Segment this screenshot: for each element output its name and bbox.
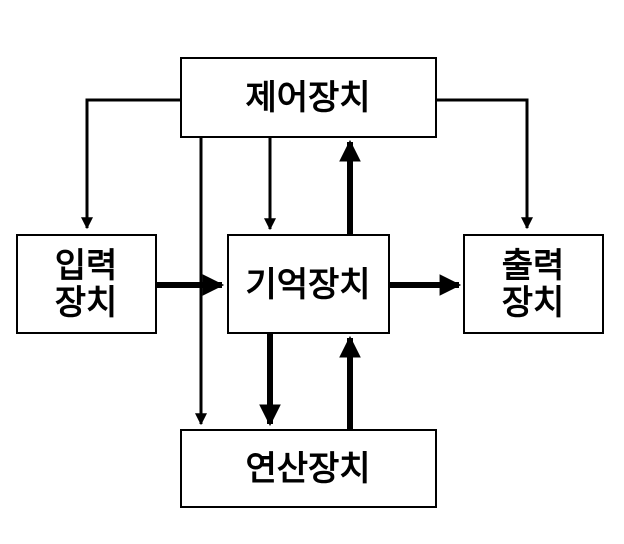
node-alu: 연산장치 <box>180 429 437 508</box>
node-output-box <box>463 234 604 334</box>
node-output-label-line1: 출력 <box>502 246 565 286</box>
edge-control-to-output <box>436 98 533 230</box>
node-control-box <box>180 57 437 138</box>
node-control: 제어장치 <box>180 57 437 138</box>
node-memory-box <box>227 234 390 334</box>
node-output: 출력 장치 <box>463 234 604 334</box>
node-memory: 기억장치 <box>227 234 390 334</box>
edges <box>81 98 533 430</box>
node-input-label-line1: 입력 <box>55 246 118 286</box>
edge-control-to-input <box>81 98 181 230</box>
node-control-label: 제어장치 <box>245 78 370 118</box>
node-input: 입력 장치 <box>16 234 157 334</box>
node-alu-label: 연산장치 <box>245 449 370 489</box>
node-input-box <box>16 234 157 334</box>
node-input-label-line2: 장치 <box>55 283 118 323</box>
node-output-label-line2: 장치 <box>502 283 565 323</box>
node-alu-box <box>180 429 437 508</box>
node-memory-label: 기억장치 <box>245 265 370 305</box>
